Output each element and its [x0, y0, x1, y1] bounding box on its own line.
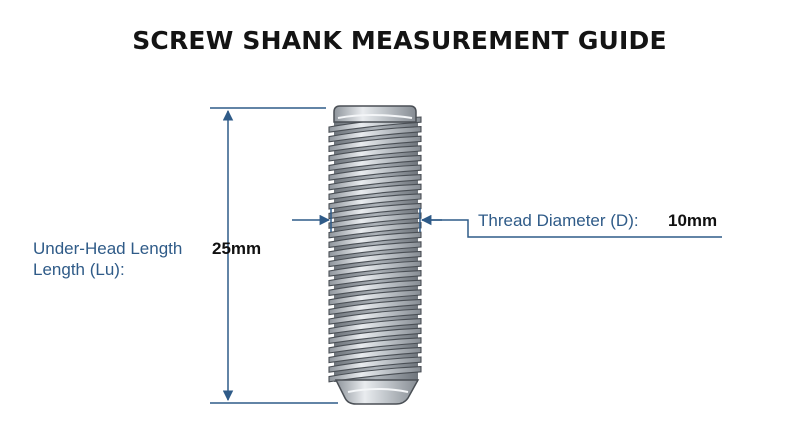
thread-crest [328, 270, 422, 287]
thread-crest [328, 289, 422, 306]
thread-crest [328, 279, 422, 297]
screw-bottom-chamfer [334, 379, 420, 405]
screw-shank-illustration-icon [328, 105, 422, 405]
thread-diameter-value: 10mm [668, 211, 718, 230]
thread-crest [328, 250, 422, 268]
thread-crest [328, 298, 422, 316]
diameter-leader-line [422, 219, 722, 238]
thread-crest [328, 241, 422, 258]
page-title: SCREW SHANK MEASUREMENT GUIDE [132, 26, 667, 55]
under-head-length-value: 25mm [212, 239, 262, 258]
thread-crest [328, 260, 422, 277]
thread-crest [328, 327, 422, 345]
thread-crest [328, 174, 422, 191]
thread-crest [328, 346, 422, 364]
thread-crest [328, 126, 422, 143]
thread-crest [328, 183, 422, 201]
thread-crest [328, 356, 422, 373]
under-head-length-dimension [210, 107, 338, 404]
thread-crest [328, 164, 422, 181]
thread-crest [328, 337, 422, 354]
thread-crest [328, 193, 422, 210]
screw-top-end [333, 105, 417, 123]
thread-crest [328, 202, 422, 220]
thread-diameter-dimension [292, 208, 722, 238]
thread-crest [328, 366, 422, 383]
thread-crest [328, 135, 422, 153]
under-head-length-label: Under-Head Length Length (Lu): [33, 238, 182, 280]
screw-threads [328, 116, 422, 383]
thread-crest [328, 318, 422, 335]
under-head-length-label-line2: Length (Lu): [33, 260, 125, 279]
thread-crest [328, 222, 422, 239]
under-head-length-label-line1: Under-Head Length [33, 239, 183, 258]
thread-crest [328, 231, 422, 249]
thread-crest [328, 145, 422, 162]
thread-crest [328, 154, 422, 172]
thread-diameter-label: Thread Diameter (D): [478, 211, 639, 230]
thread-crest [328, 308, 422, 325]
